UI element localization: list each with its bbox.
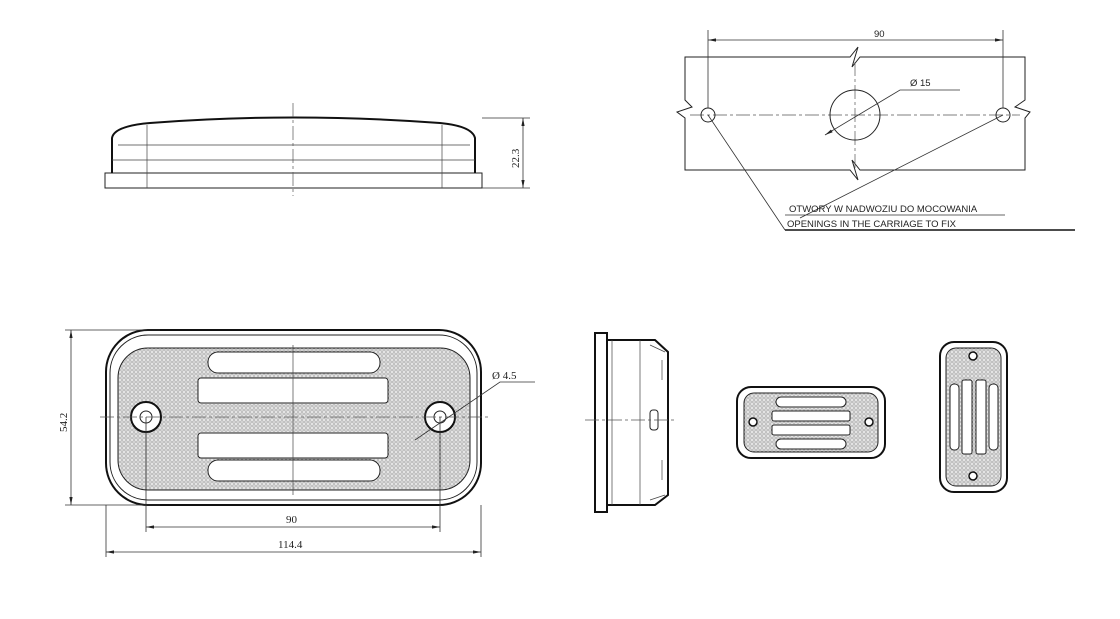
panel-outline [675, 46, 1031, 181]
front-view: 54.2 90 114.4 Ø 4.5 [58, 329, 535, 557]
slot-bottom-pill [207, 459, 381, 482]
profile-flange [594, 332, 608, 513]
small-reflector [743, 392, 879, 453]
center-hole [829, 89, 881, 141]
small-housing [736, 386, 886, 459]
note-polish: OTWORY W NADWOZIU DO MOCOWANIA [789, 204, 978, 215]
side-profile-view [585, 332, 675, 513]
profile-body [607, 339, 669, 506]
height-extension-lines [65, 329, 160, 506]
hole-leader [414, 381, 535, 441]
side-view: 22.3 [104, 103, 530, 196]
small-slot-1 [775, 396, 847, 408]
small-slot-4 [775, 438, 847, 450]
note-english: OPENINGS IN THE CARRIAGE TO FIX [787, 219, 957, 230]
spacing-extension-lines [707, 30, 1004, 108]
small-front-view [736, 386, 886, 459]
note-leaders [707, 114, 1005, 231]
front-housing-inner [109, 334, 478, 501]
vertical-slot-2 [961, 379, 973, 455]
small-slot-3 [771, 424, 851, 436]
vertical-housing [939, 341, 1008, 493]
front-housing-outer [105, 329, 482, 506]
vertical-slot-3 [975, 379, 987, 455]
side-body [111, 116, 476, 173]
vertical-slot-1 [949, 383, 960, 451]
vertical-slot-4 [988, 383, 999, 451]
slot-top-pill [207, 351, 381, 374]
center-hole-leader [824, 89, 960, 136]
vertical-hole-top [968, 351, 978, 361]
small-vertical-view [939, 341, 1008, 493]
side-edges [112, 125, 475, 188]
vertical-reflector [945, 347, 1002, 487]
mounting-holes-view: 90 Ø 15 OTWORY W NADWOZIU DO MOCOWANIA O… [675, 29, 1075, 231]
width-extension-lines [105, 417, 482, 557]
side-base [104, 172, 483, 189]
side-height-dim: 22.3 [510, 148, 522, 168]
hole-spacing-dim: 90 [286, 514, 298, 526]
height-dim: 54.2 [58, 413, 70, 432]
spacing-dim: 90 [874, 29, 885, 40]
small-slot-2 [771, 410, 851, 422]
small-hole-right [864, 417, 874, 427]
small-hole-left [748, 417, 758, 427]
hole-dim: Ø 4.5 [492, 370, 517, 382]
center-hole-dim: Ø 15 [910, 78, 931, 89]
width-dim: 114.4 [278, 539, 303, 551]
profile-edges [611, 340, 666, 505]
vertical-hole-bottom [968, 471, 978, 481]
